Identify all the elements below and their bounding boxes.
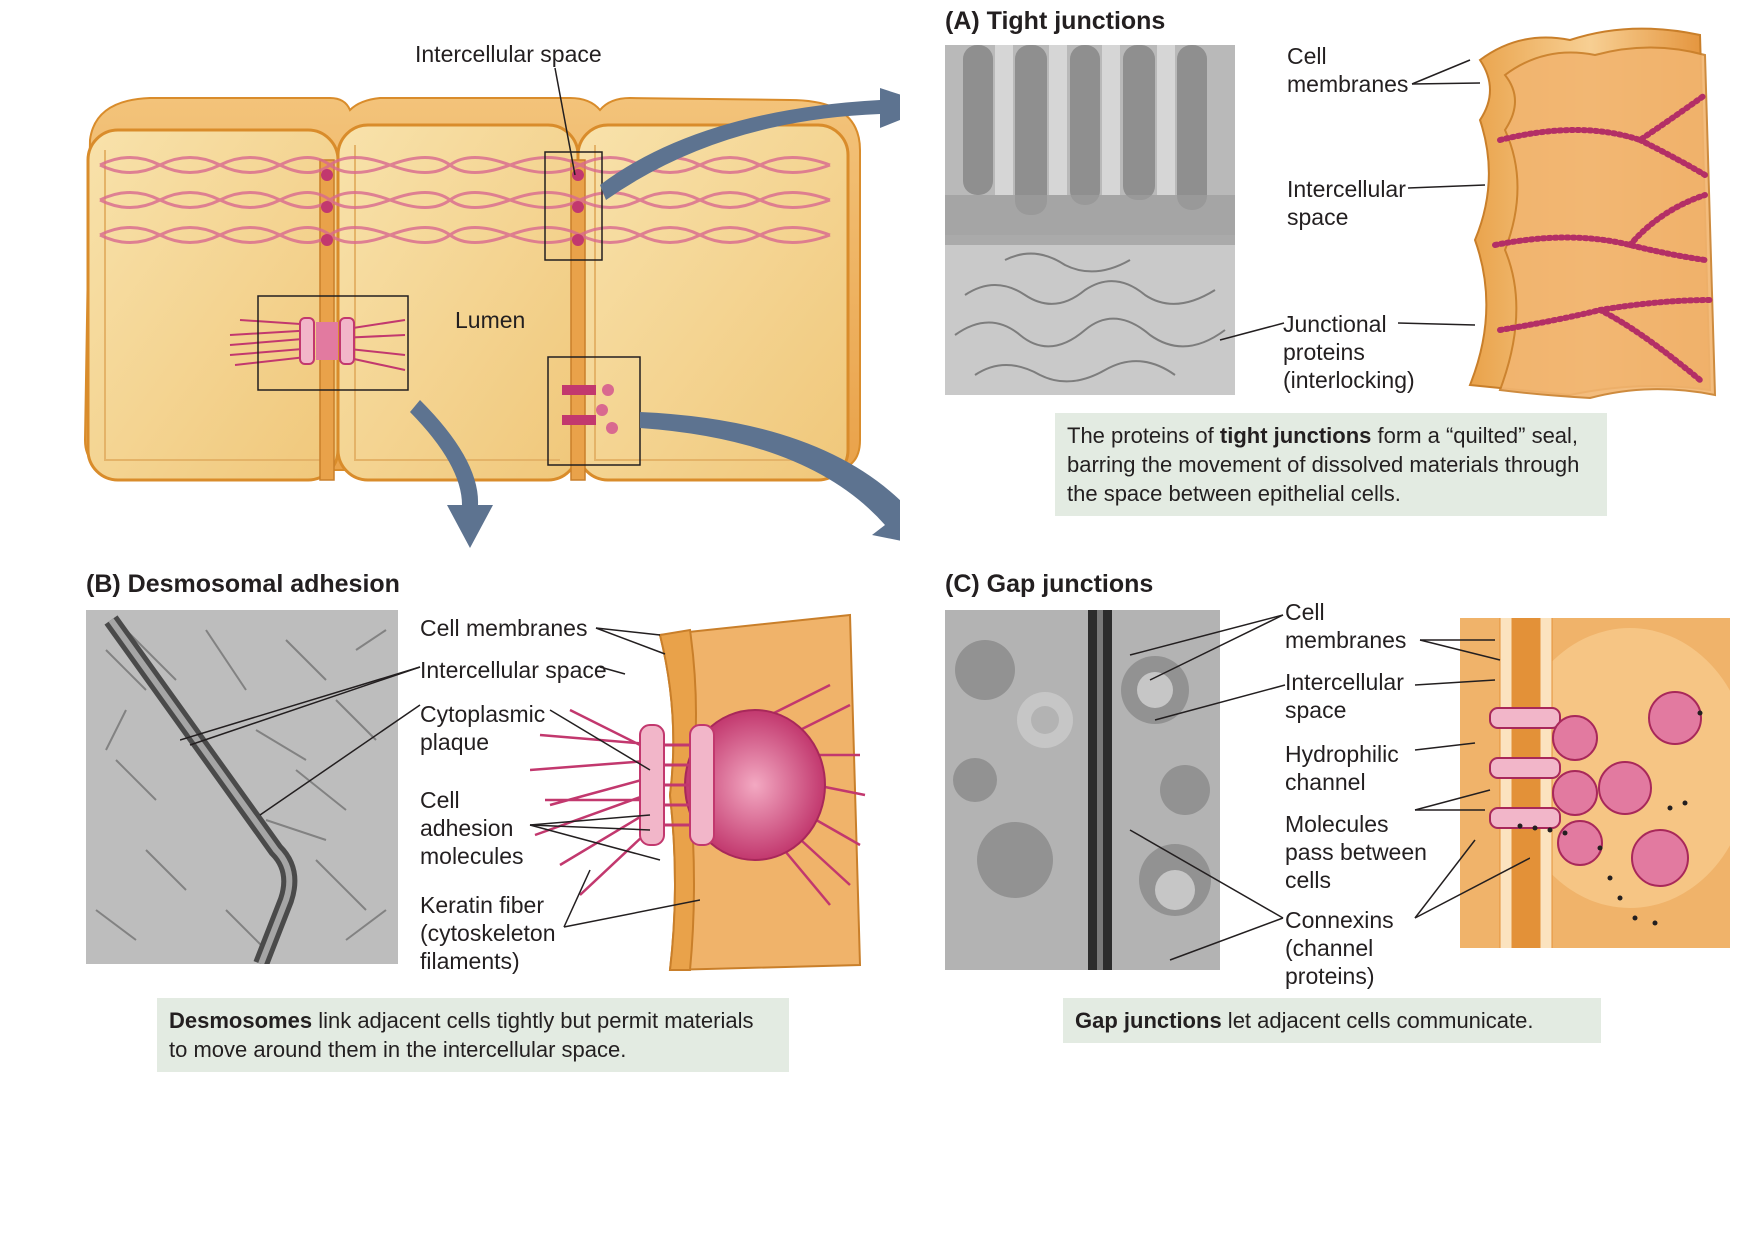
tight-junction-micrograph [945,45,1235,395]
c-hydrophilic-label: Hydrophilic channel [1285,741,1399,795]
desmosome-micrograph [86,610,398,964]
zoom-box-gap [547,356,641,466]
lumen-label: Lumen [455,307,526,333]
zoom-box-tight [544,151,603,261]
cell-left [86,128,340,482]
panel-b-leaders [180,627,700,928]
panel-b-caption: Desmosomes link adjacent cells tightly b… [157,998,789,1072]
a-cell-membranes-label: Cell membranes [1287,43,1409,97]
c-molecules-label: Molecules pass between cells [1285,811,1427,893]
c-connexins-label: Connexins (channel proteins) [1285,907,1394,989]
gap-junction-illustration [1460,618,1730,948]
b-plaque-label: Cytoplasmic plaque [420,701,546,755]
panel-a-leaders [1219,59,1486,341]
b-cell-membranes-label: Cell membranes [420,615,588,641]
zoom-arrows [410,88,900,548]
panel-a-caption: The proteins of tight junctions form a “… [1055,413,1607,516]
panel-c-title: (C) Gap junctions [945,570,1154,598]
tight-junction-strands [99,156,831,244]
gap-junction-mini [562,384,618,434]
overview-diagram [83,67,900,548]
panel-c-leaders [1129,614,1530,961]
a-junctional-label: Junctional proteins (interlocking) [1283,311,1415,393]
intercellular-space-label: Intercellular space [415,41,602,67]
c-intercellular-label: Intercellular space [1285,669,1404,723]
b-intercellular-label: Intercellular space [420,657,607,683]
c-cell-membranes-label: Cell membranes [1285,599,1407,653]
panel-b-title: (B) Desmosomal adhesion [86,570,400,598]
panel-a-title: (A) Tight junctions [945,7,1166,35]
zoom-box-desmosome [257,295,409,391]
cell-middle [336,123,580,482]
a-intercellular-label: Intercellular space [1287,176,1406,230]
gap-junction-micrograph [945,610,1220,970]
desmosome-illustration [530,613,866,972]
b-keratin-label: Keratin fiber (cytoskeleton filaments) [420,892,556,974]
desmosome-mini [229,317,406,371]
tight-junction-illustration [1468,27,1717,400]
b-adhesion-label: Cell adhesion molecules [420,787,524,869]
panel-c-caption: Gap junctions let adjacent cells communi… [1063,998,1601,1043]
